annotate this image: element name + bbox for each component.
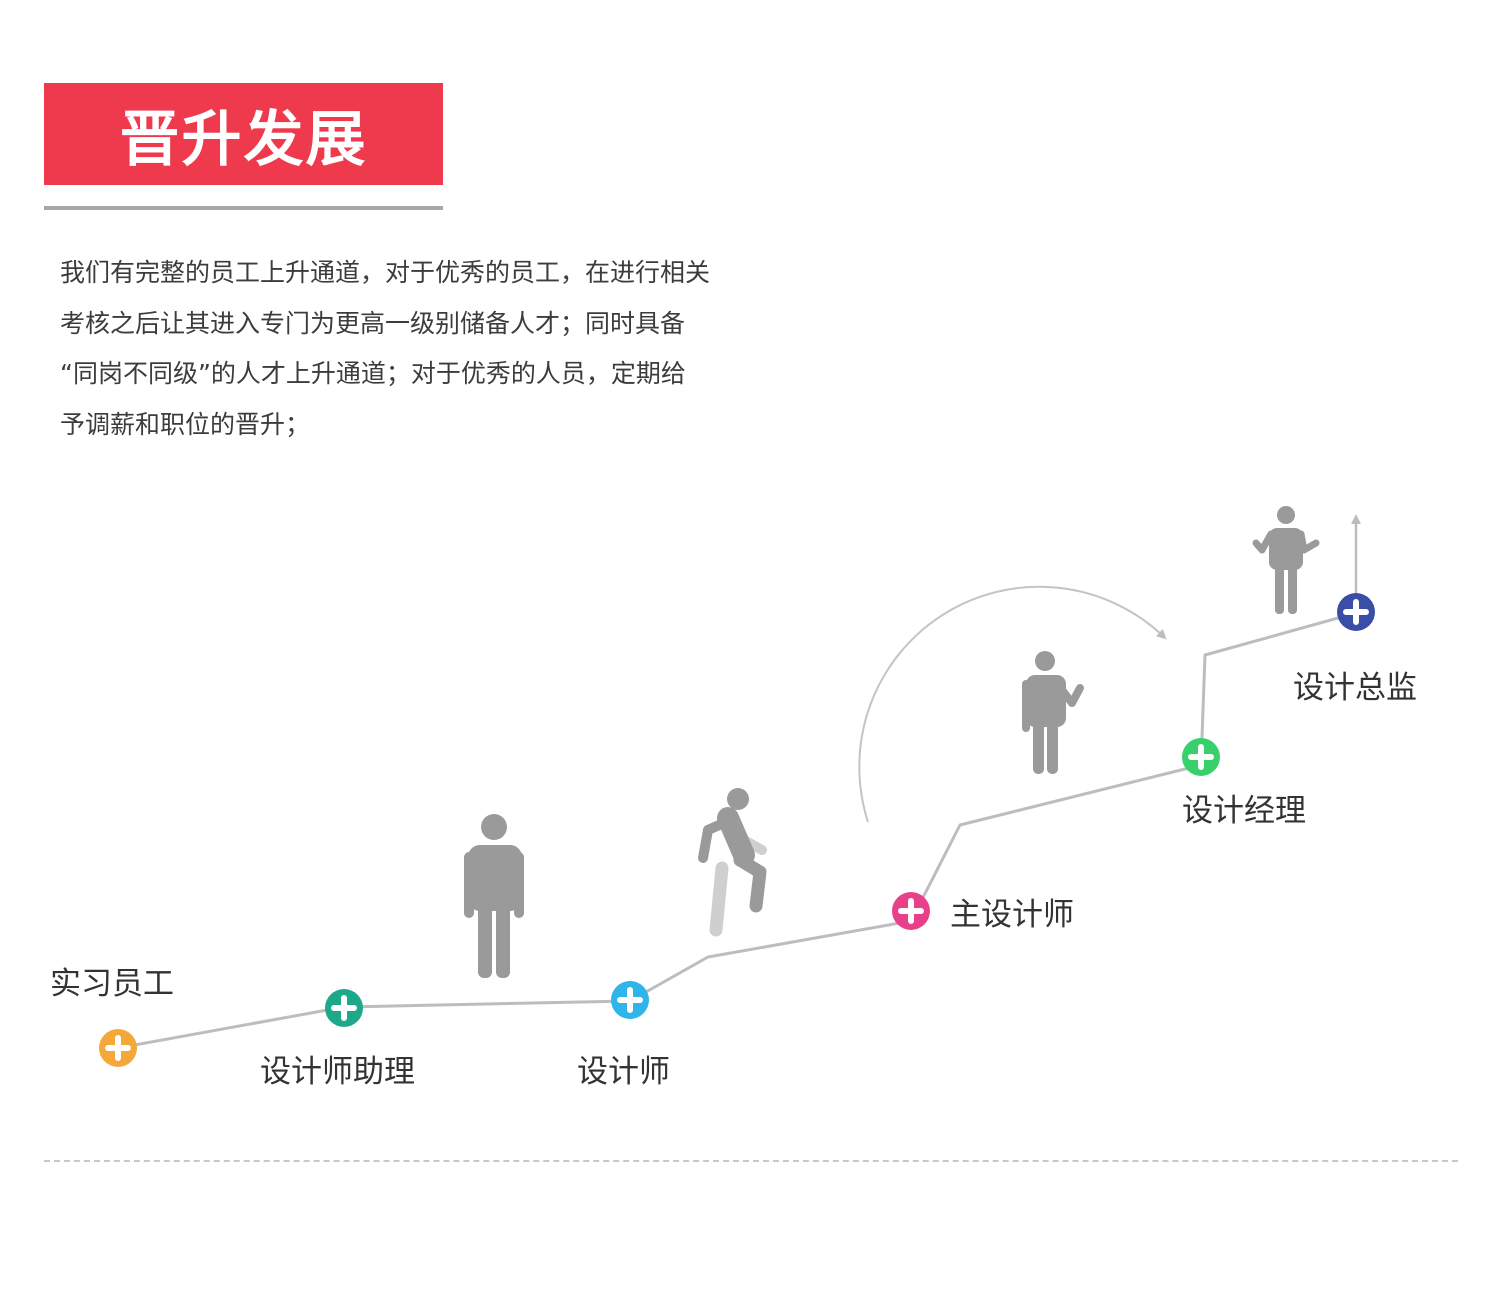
step-marker [611, 981, 649, 1019]
plus-icon [331, 995, 357, 1021]
step-label-lead-designer: 主设计师 [950, 897, 1074, 933]
step-label-intern: 实习员工 [50, 966, 174, 1002]
step-label-design-director: 设计总监 [1293, 670, 1417, 706]
intro-line: 考核之后让其进入专门为更高一级别储备人才；同时具备 [60, 308, 686, 338]
step-label-design-manager: 设计经理 [1182, 793, 1306, 829]
bottom-divider [44, 1160, 1458, 1162]
page-title: 晋升发展 [119, 104, 368, 175]
plus-icon [617, 987, 643, 1013]
title-underline [44, 206, 443, 210]
step-marker [99, 1029, 137, 1067]
plus-icon [898, 898, 924, 924]
plus-icon [1188, 744, 1214, 770]
intro-line: 予调薪和职位的晋升； [60, 409, 311, 439]
step-marker [1182, 738, 1220, 776]
step-marker [892, 892, 930, 930]
shrugging-person-icon [1252, 506, 1320, 614]
plus-icon [1343, 599, 1369, 625]
step-marker [325, 989, 363, 1027]
pointing-person-icon [1022, 651, 1084, 774]
intro-paragraph: 我们有完整的员工上升通道，对于优秀的员工，在进行相关 考核之后让其进入专门为更高… [60, 248, 800, 450]
step-label-designer: 设计师 [577, 1054, 670, 1090]
step-marker [1337, 593, 1375, 631]
standing-person-icon [464, 814, 524, 978]
title-banner: 晋升发展 [44, 83, 443, 185]
curved-arrow [858, 585, 1167, 823]
intro-line: 我们有完整的员工上升通道，对于优秀的员工，在进行相关 [60, 258, 711, 287]
intro-line: “同岗不同级”的人才上升通道；对于优秀的人员，定期给 [60, 359, 686, 388]
step-label-assistant-designer: 设计师助理 [260, 1054, 415, 1090]
climbing-person-icon [698, 788, 767, 937]
plus-icon [105, 1035, 131, 1061]
